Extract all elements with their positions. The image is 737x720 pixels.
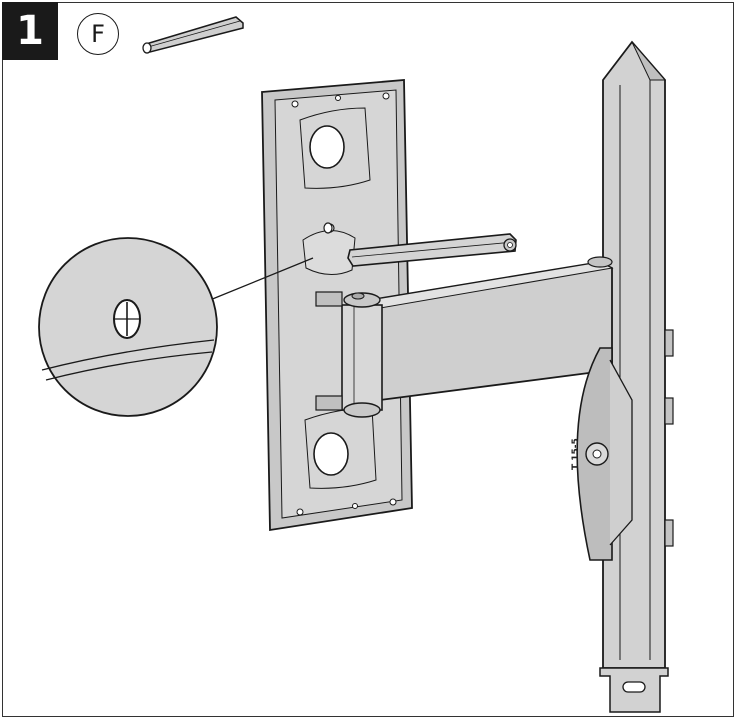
hex-key-inserted <box>347 233 517 267</box>
swing-arm <box>315 256 614 418</box>
part-label-circle: F <box>77 13 119 55</box>
step-number: 1 <box>16 8 44 54</box>
step-number-badge: 1 <box>2 2 58 60</box>
hex-key-icon <box>142 16 244 54</box>
zoom-detail <box>38 237 314 417</box>
part-label: F <box>91 20 105 48</box>
tilt-bracket: T 15-5 <box>571 347 633 561</box>
arm-stamp: T 15-5 <box>571 438 581 470</box>
